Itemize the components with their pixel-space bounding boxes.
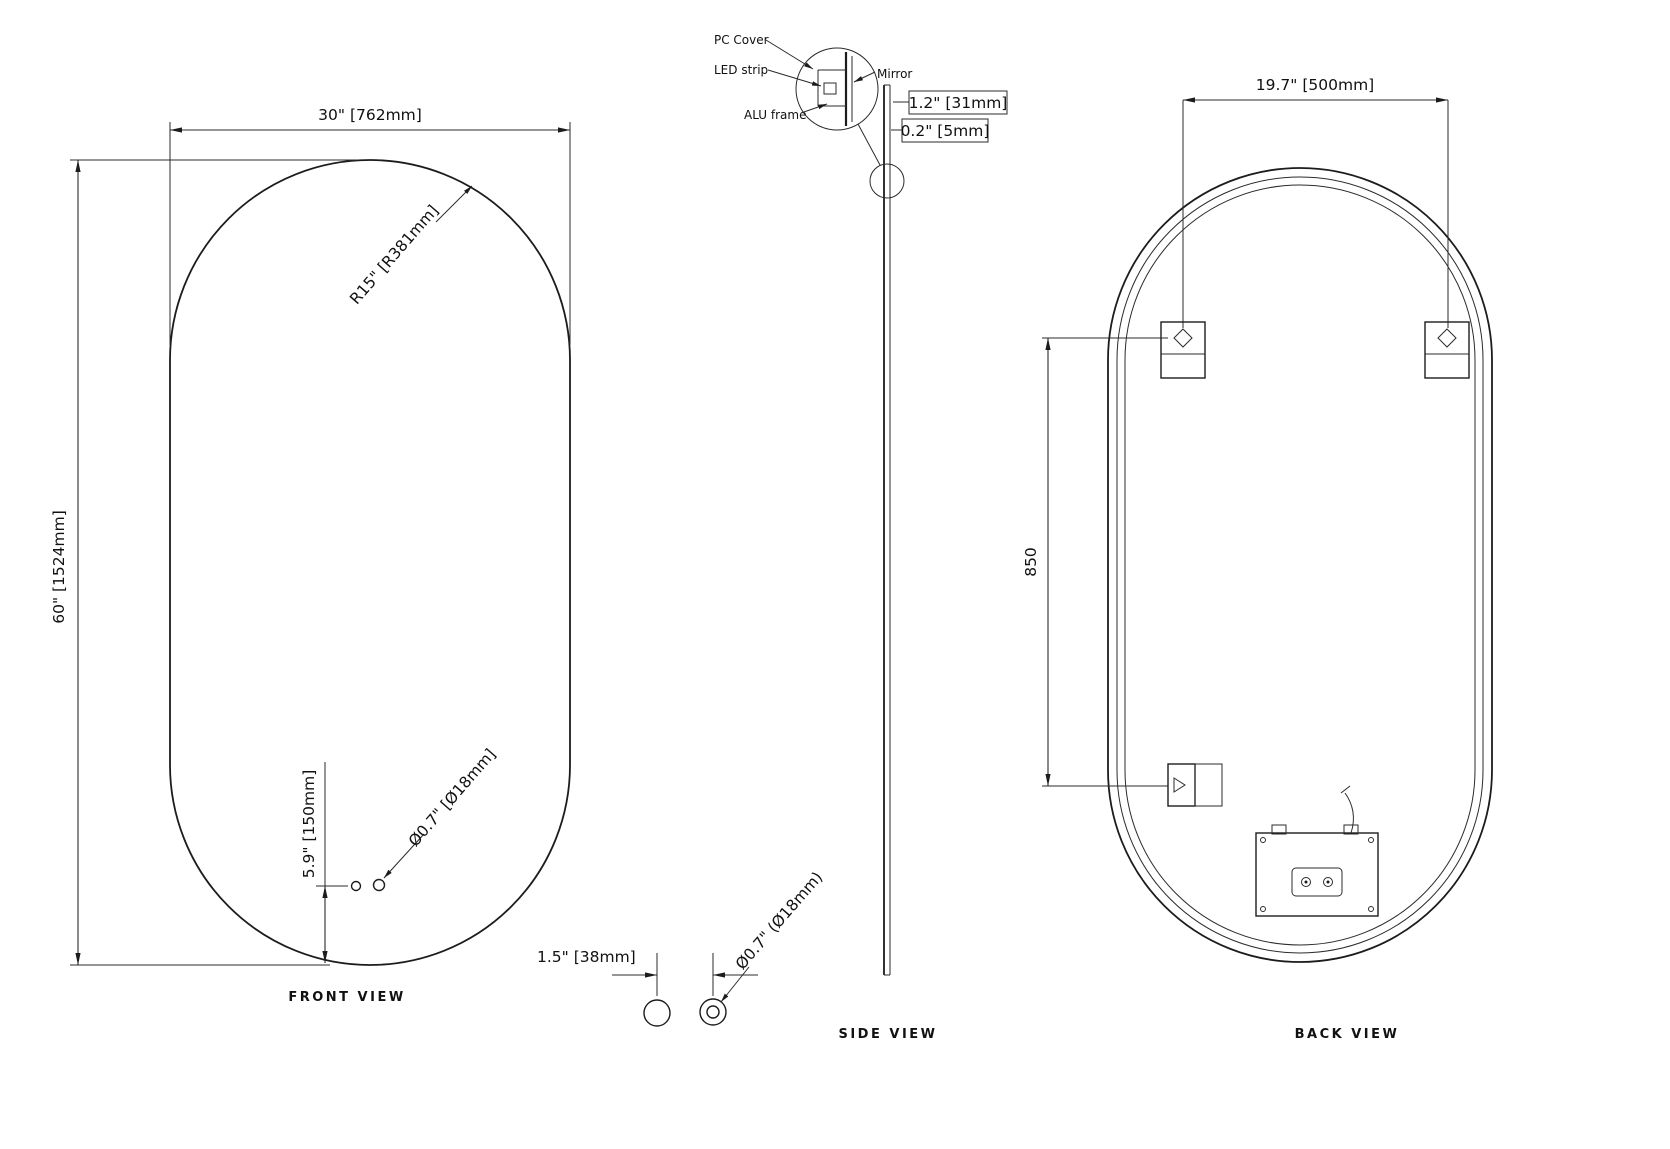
led-strip-block	[823, 82, 837, 95]
junction-box-body	[1255, 832, 1379, 917]
front-hole-dia-text: Ø0.7" [Ø18mm]	[405, 745, 499, 850]
alu-frame-label: ALU frame	[744, 108, 806, 122]
section-detail-circle	[795, 47, 879, 131]
bracket-body	[1167, 763, 1196, 807]
leader-line	[767, 69, 822, 87]
back-bracket-height-text: 850	[1022, 547, 1040, 577]
side-depth-dimension: 1.2" [31mm]	[893, 90, 1008, 115]
dim-box	[908, 90, 1008, 115]
bracket-body	[1424, 321, 1470, 379]
pc-cover-label: PC Cover	[714, 33, 769, 47]
side-depth-text: 1.2" [31mm]	[909, 94, 1008, 112]
front-width-text: 30" [762mm]	[318, 106, 422, 124]
bracket-body	[1160, 321, 1206, 379]
bracket-keyhole-diamond	[1437, 328, 1457, 348]
hole-detail: 1.5" [38mm] Ø0.7" (Ø18mm)	[537, 868, 826, 1027]
front-height-dimension: 60" [1524mm]	[50, 159, 358, 966]
back-view-label: BACK VIEW	[1295, 1027, 1400, 1042]
terminal-dot	[1304, 880, 1308, 884]
power-cable	[1344, 792, 1354, 834]
junction-box	[1255, 785, 1379, 917]
junction-box-tab-left	[1271, 824, 1287, 835]
detail-link-line	[857, 123, 881, 166]
dim-box	[901, 118, 989, 143]
front-hole-left	[350, 880, 362, 892]
front-hole-offset-text: 5.9" [150mm]	[300, 770, 318, 879]
mounting-bracket-top-left	[1160, 321, 1206, 379]
bracket-arrow-glyph	[1173, 777, 1186, 793]
side-glass-dimension: 0.2" [5mm]	[891, 118, 990, 143]
corner-screw	[1260, 837, 1266, 843]
front-height-text: 60" [1524mm]	[50, 510, 68, 624]
section-callouts: PC Cover LED strip ALU frame Mirror	[714, 33, 912, 122]
terminal-plate	[1291, 867, 1343, 897]
back-bracket-spacing-text: 19.7" [500mm]	[1256, 76, 1374, 94]
front-view-label: FRONT VIEW	[288, 990, 405, 1005]
corner-screw	[1368, 906, 1374, 912]
leader-line	[435, 185, 473, 223]
hole-spacing-text: 1.5" [38mm]	[537, 948, 636, 966]
leader-line	[720, 966, 750, 1003]
side-glass-text: 0.2" [5mm]	[901, 122, 990, 140]
back-outer-outline	[1107, 167, 1493, 963]
leader-line	[383, 833, 425, 879]
cable-end-tick	[1340, 785, 1351, 794]
mirror-label: Mirror	[877, 67, 912, 81]
mounting-bracket-lower-left	[1167, 763, 1223, 807]
bracket-plate	[1194, 763, 1223, 807]
corner-screw	[1260, 906, 1266, 912]
front-hole-offset-dimension: 5.9" [150mm]	[300, 762, 348, 963]
back-inner-outline	[1124, 184, 1476, 946]
leader-line	[800, 103, 828, 114]
front-radius-text: R15" [R381mm]	[346, 202, 442, 308]
detail-hole-dia-text: Ø0.7" (Ø18mm)	[732, 868, 826, 973]
detail-hole-ring-inner	[706, 1005, 720, 1019]
leader-line	[765, 39, 814, 70]
front-width-dimension: 30" [762mm]	[169, 106, 571, 345]
back-mid-outline	[1116, 176, 1484, 954]
profile-reference-circle	[869, 163, 905, 199]
terminal-left	[1301, 877, 1311, 887]
front-hole-right	[372, 878, 386, 892]
detail-hole-ring-outer	[699, 998, 727, 1026]
section-detail-contents	[817, 52, 853, 126]
led-strip-label: LED strip	[714, 63, 768, 77]
leader-line	[853, 71, 876, 83]
front-mirror-outline	[169, 159, 571, 966]
side-view-label: SIDE VIEW	[838, 1027, 937, 1042]
terminal-right	[1323, 877, 1333, 887]
back-bracket-spacing-dimension: 19.7" [500mm]	[1182, 76, 1449, 328]
back-view: 19.7" [500mm] 850	[1022, 76, 1493, 1042]
corner-screw	[1368, 837, 1374, 843]
side-view: PC Cover LED strip ALU frame Mirror 1.2"…	[714, 33, 1008, 1042]
junction-box-tab-right	[1343, 824, 1359, 835]
back-bracket-height-dimension: 850	[1022, 337, 1168, 787]
detail-hole-plain	[643, 999, 671, 1027]
front-radius-callout: R15" [R381mm]	[346, 185, 473, 308]
mounting-bracket-top-right	[1424, 321, 1470, 379]
front-view: 30" [762mm] 60" [1524mm] R15" [R381mm] 5…	[50, 106, 571, 1005]
bracket-keyhole-diamond	[1173, 328, 1193, 348]
front-hole-dia-callout: Ø0.7" [Ø18mm]	[383, 745, 499, 879]
terminal-dot	[1326, 880, 1330, 884]
